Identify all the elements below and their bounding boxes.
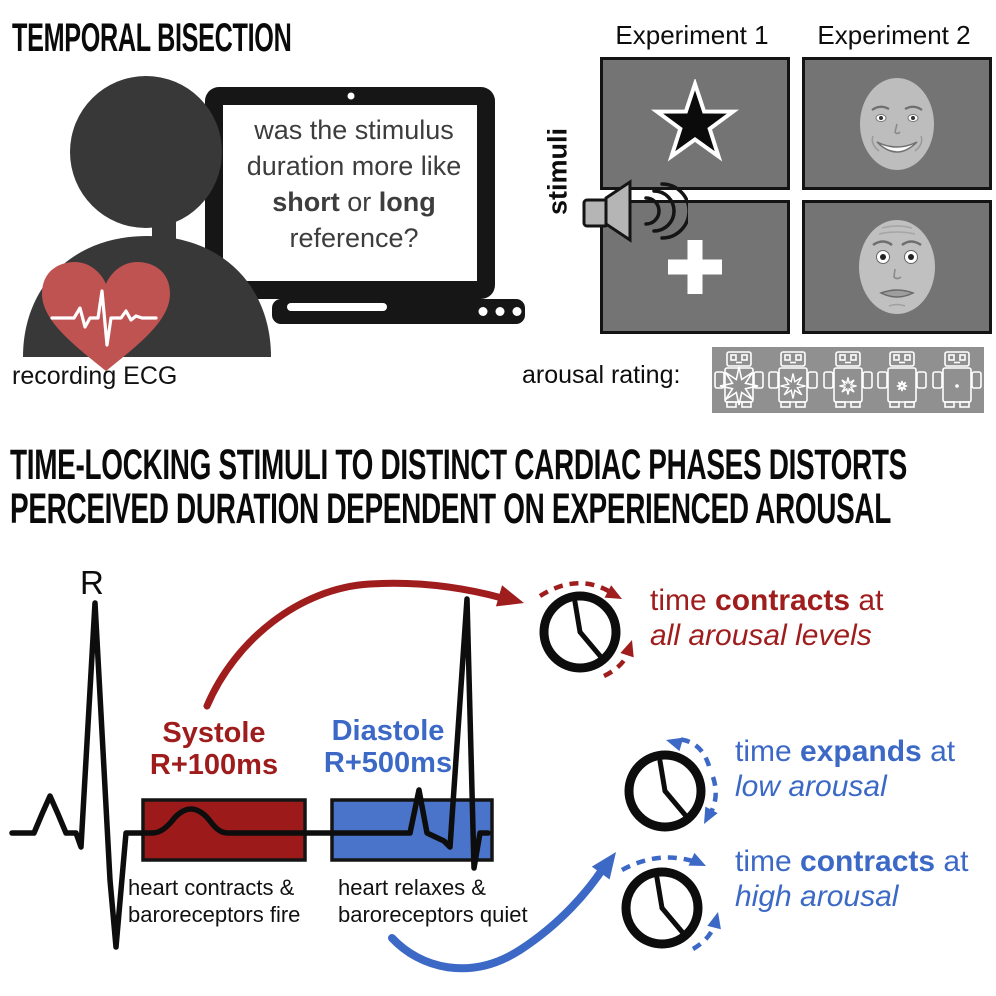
effect-line: time expands at bbox=[735, 735, 956, 768]
effect-qualifier: high arousal bbox=[735, 880, 899, 913]
stimulus-panel-star bbox=[600, 57, 790, 190]
clockwise-dashed-arrows-red bbox=[538, 580, 639, 679]
prompt-line4: reference? bbox=[289, 223, 419, 253]
systole-name: Systole bbox=[162, 717, 266, 749]
recording-ecg-caption: recording ECG bbox=[12, 362, 178, 390]
speaker-icon bbox=[582, 179, 688, 243]
experiment2-header: Experiment 2 bbox=[817, 20, 971, 50]
plus-cross-icon bbox=[668, 240, 722, 294]
fearful-face-image bbox=[859, 220, 935, 314]
experiment1-header: Experiment 1 bbox=[615, 20, 769, 50]
star-icon bbox=[650, 78, 740, 162]
sam-arousal-scale bbox=[712, 347, 984, 413]
ecg-trace bbox=[9, 596, 491, 950]
stimulus-panel-fixation bbox=[600, 200, 790, 334]
webcam-dot bbox=[347, 92, 355, 100]
diastole-timing: R+500ms bbox=[323, 747, 453, 779]
effect-line: time contracts at bbox=[650, 584, 884, 617]
prompt-line1: was the stimulus bbox=[254, 115, 454, 145]
diastole-arrow bbox=[388, 845, 625, 973]
systole-timing: R+100ms bbox=[149, 749, 279, 781]
participant-laptop-illustration bbox=[23, 76, 525, 371]
stimulus-panel-fearful-face bbox=[802, 200, 992, 334]
stimuli-row-label: stimuli bbox=[542, 128, 573, 216]
prompt-line3: short or long bbox=[272, 187, 436, 217]
prompt-line2: duration more like bbox=[246, 151, 462, 181]
effect-qualifier: all arousal levels bbox=[650, 619, 872, 652]
effect-high-arousal: time contracts at high arousal bbox=[735, 844, 968, 914]
diastole-label: Diastole R+500ms bbox=[298, 715, 478, 779]
headline-line1: TIME-LOCKING STIMULI TO DISTINCT CARDIAC… bbox=[10, 441, 907, 489]
effect-low-arousal: time expands at low arousal bbox=[735, 734, 955, 804]
clock-icon-low-arousal bbox=[629, 755, 701, 827]
effect-line: time contracts at bbox=[735, 845, 969, 878]
counterclockwise-dashed-arrows-blue bbox=[664, 733, 718, 828]
clock-icon-high-arousal bbox=[626, 872, 698, 944]
screen-prompt: was the stimulus duration more like shor… bbox=[228, 112, 480, 256]
section-title-temporal-bisection: TEMPORAL BISECTION bbox=[12, 16, 292, 60]
clock-icon-all-arousal bbox=[544, 596, 616, 668]
heart-ecg-icon bbox=[42, 262, 170, 371]
happy-face-image bbox=[860, 77, 934, 170]
systole-label: Systole R+100ms bbox=[124, 717, 304, 781]
diastole-name: Diastole bbox=[331, 715, 445, 747]
effect-all-arousal: time contracts at all arousal levels bbox=[650, 583, 883, 653]
clockwise-dashed-arrows-blue bbox=[620, 852, 725, 951]
arousal-rating-label: arousal rating: bbox=[522, 361, 681, 389]
headline-line2: PERCEIVED DURATION DEPENDENT ON EXPERIEN… bbox=[10, 485, 892, 533]
effect-qualifier: low arousal bbox=[735, 770, 887, 803]
r-peak-label: R bbox=[80, 564, 104, 601]
laptop-icon bbox=[205, 87, 525, 324]
main-headline: TIME-LOCKING STIMULI TO DISTINCT CARDIAC… bbox=[10, 443, 907, 531]
systole-arrow bbox=[203, 579, 528, 710]
cardiac-phase-illustration bbox=[9, 579, 725, 973]
systole-caption: heart contracts & baroreceptors fire bbox=[128, 875, 301, 927]
stimulus-panel-happy-face bbox=[802, 57, 992, 190]
diastole-caption: heart relaxes & baroreceptors quiet bbox=[338, 875, 528, 927]
